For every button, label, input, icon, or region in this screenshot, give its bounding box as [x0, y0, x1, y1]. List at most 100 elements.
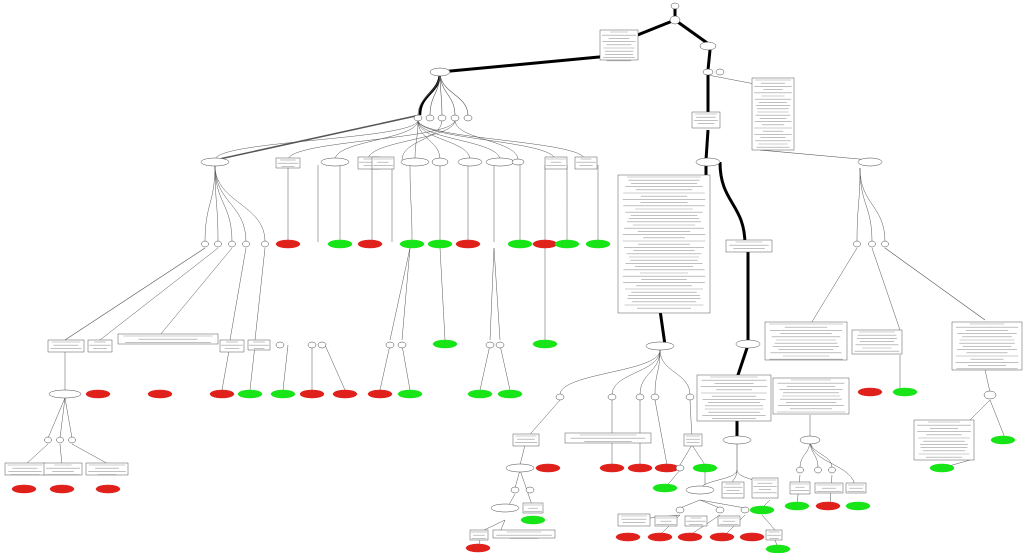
tree-edge [809, 439, 856, 489]
success-leaf-node [784, 501, 810, 511]
tree-edge [439, 71, 456, 117]
tree-node [685, 485, 715, 495]
tree-edge [71, 443, 111, 466]
goal-box-node [47, 339, 85, 353]
tree-edge [439, 53, 621, 74]
tree-edge [409, 164, 413, 243]
tree-edge [707, 74, 761, 86]
tree-edge [639, 349, 661, 396]
tree-edge [856, 167, 861, 243]
tree-node [307, 341, 317, 349]
tree-node [400, 157, 430, 167]
tree-edge [214, 164, 219, 243]
tree-edge [417, 119, 586, 161]
tree-node [853, 240, 861, 248]
success-leaf-node [554, 239, 580, 249]
tree-edge [214, 119, 419, 161]
tree-node [463, 114, 473, 122]
goal-box-node [87, 339, 113, 353]
tree-node [242, 240, 250, 248]
tree-edge [401, 247, 411, 341]
tree-node [485, 157, 515, 167]
tree-node [675, 464, 685, 472]
success-leaf-node [652, 483, 678, 493]
tree-edge [689, 399, 693, 441]
goal-box-node [751, 477, 779, 499]
tree-edge [519, 444, 526, 466]
tree-edge [64, 397, 73, 439]
goal-box-node [544, 156, 568, 170]
tree-edge [417, 71, 441, 117]
failure-leaf-node [532, 239, 558, 249]
success-leaf-node [399, 239, 425, 249]
tree-node [200, 157, 230, 167]
failure-leaf-node [367, 389, 393, 399]
tree-node [699, 41, 717, 51]
tree-node [413, 114, 423, 122]
tree-node [429, 67, 451, 77]
tree-edge [679, 499, 701, 509]
goal-box-node [43, 462, 83, 476]
tree-edge [324, 344, 346, 391]
failure-leaf-node [455, 239, 481, 249]
tree-node [814, 466, 822, 474]
tree-node [555, 393, 565, 401]
failure-leaf-node [11, 484, 37, 494]
tree-edge [514, 469, 521, 489]
tree-edge [735, 344, 750, 379]
goal-box-node [617, 513, 651, 527]
failure-leaf-node [299, 389, 325, 399]
tree-edge [47, 397, 66, 439]
tree-edge [417, 119, 556, 161]
tree-node [201, 240, 209, 248]
tree-edge [334, 119, 419, 161]
tree-edge [429, 71, 441, 117]
tree-edge [704, 129, 710, 161]
tree-edge [859, 167, 886, 243]
tree-node [881, 240, 889, 248]
tree-edge [417, 119, 501, 161]
failure-leaf-node [275, 239, 301, 249]
tree-node [275, 341, 285, 349]
tree-edge [59, 443, 63, 466]
tree-node [320, 157, 350, 167]
tree-edge [654, 349, 661, 396]
tree-edge [499, 344, 511, 391]
tree-edge [254, 247, 266, 341]
goal-box-node [691, 111, 721, 129]
tree-edge [214, 164, 266, 243]
failure-leaf-node [535, 463, 561, 473]
tree-node [702, 68, 714, 76]
tree-edge [379, 344, 391, 391]
tree-edge [809, 439, 833, 469]
tree-edge [282, 344, 289, 391]
tree-node [796, 466, 804, 474]
tree-edge [417, 119, 471, 161]
success-leaf-node [692, 463, 718, 473]
success-leaf-node [532, 339, 558, 349]
tree-node [317, 341, 327, 349]
success-leaf-node [432, 339, 458, 349]
failure-leaf-node [599, 463, 625, 473]
goal-box-node [764, 321, 848, 361]
success-leaf-node [497, 389, 523, 399]
tree-edge [718, 161, 747, 246]
goal-box-node [851, 329, 903, 355]
success-leaf-node [327, 239, 353, 249]
tree-node [511, 158, 525, 166]
tree-edge [699, 499, 746, 509]
tree-edge [214, 114, 421, 161]
tree-node [857, 157, 883, 167]
tree-node [722, 435, 752, 445]
tree-edge [674, 18, 711, 47]
tree-node [44, 436, 52, 444]
failure-leaf-node [709, 532, 735, 542]
tree-edge [389, 247, 411, 341]
tree-edge [559, 349, 661, 396]
tree-edge [24, 443, 49, 466]
success-leaf-node [892, 387, 918, 397]
tree-edge [401, 119, 443, 161]
tree-node [56, 436, 64, 444]
tree-edge [524, 399, 561, 441]
tree-edge [984, 369, 991, 393]
